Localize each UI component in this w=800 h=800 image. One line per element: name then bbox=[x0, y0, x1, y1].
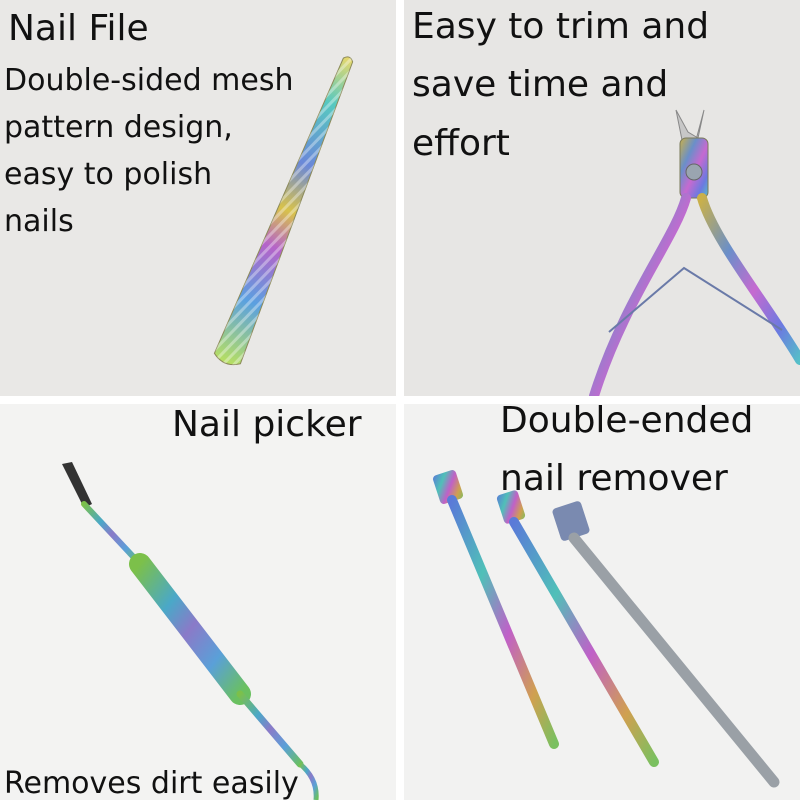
description-line: easy to polish bbox=[4, 157, 213, 192]
panel-cuticle-nipper: Easy to trim and save time and effort bbox=[404, 0, 800, 396]
panel-title: Nail File bbox=[8, 8, 149, 49]
panel-caption: Removes dirt easily bbox=[4, 766, 299, 800]
description-line: Double-sided mesh bbox=[4, 63, 294, 98]
title-line: nail remover bbox=[500, 458, 728, 499]
panel-title: Nail picker bbox=[172, 404, 362, 445]
panel-nail-file: Nail File Double-sided mesh pattern desi… bbox=[0, 0, 396, 396]
description-line: effort bbox=[412, 123, 510, 164]
description-line: save time and bbox=[412, 64, 669, 105]
title-line: Double-ended bbox=[500, 404, 754, 441]
panel-nail-picker: Nail picker Removes dirt easily bbox=[0, 404, 396, 800]
description-line: pattern design, bbox=[4, 110, 233, 145]
cuticle-nipper-icon bbox=[589, 109, 800, 396]
cuticle-pusher-icon bbox=[432, 470, 780, 788]
nail-file-icon bbox=[213, 56, 354, 366]
nail-picker-icon bbox=[62, 462, 319, 800]
panel-cuticle-pusher: Double-ended nail remover bbox=[404, 404, 800, 800]
description-line: nails bbox=[4, 204, 74, 239]
description-line: Easy to trim and bbox=[412, 6, 710, 47]
